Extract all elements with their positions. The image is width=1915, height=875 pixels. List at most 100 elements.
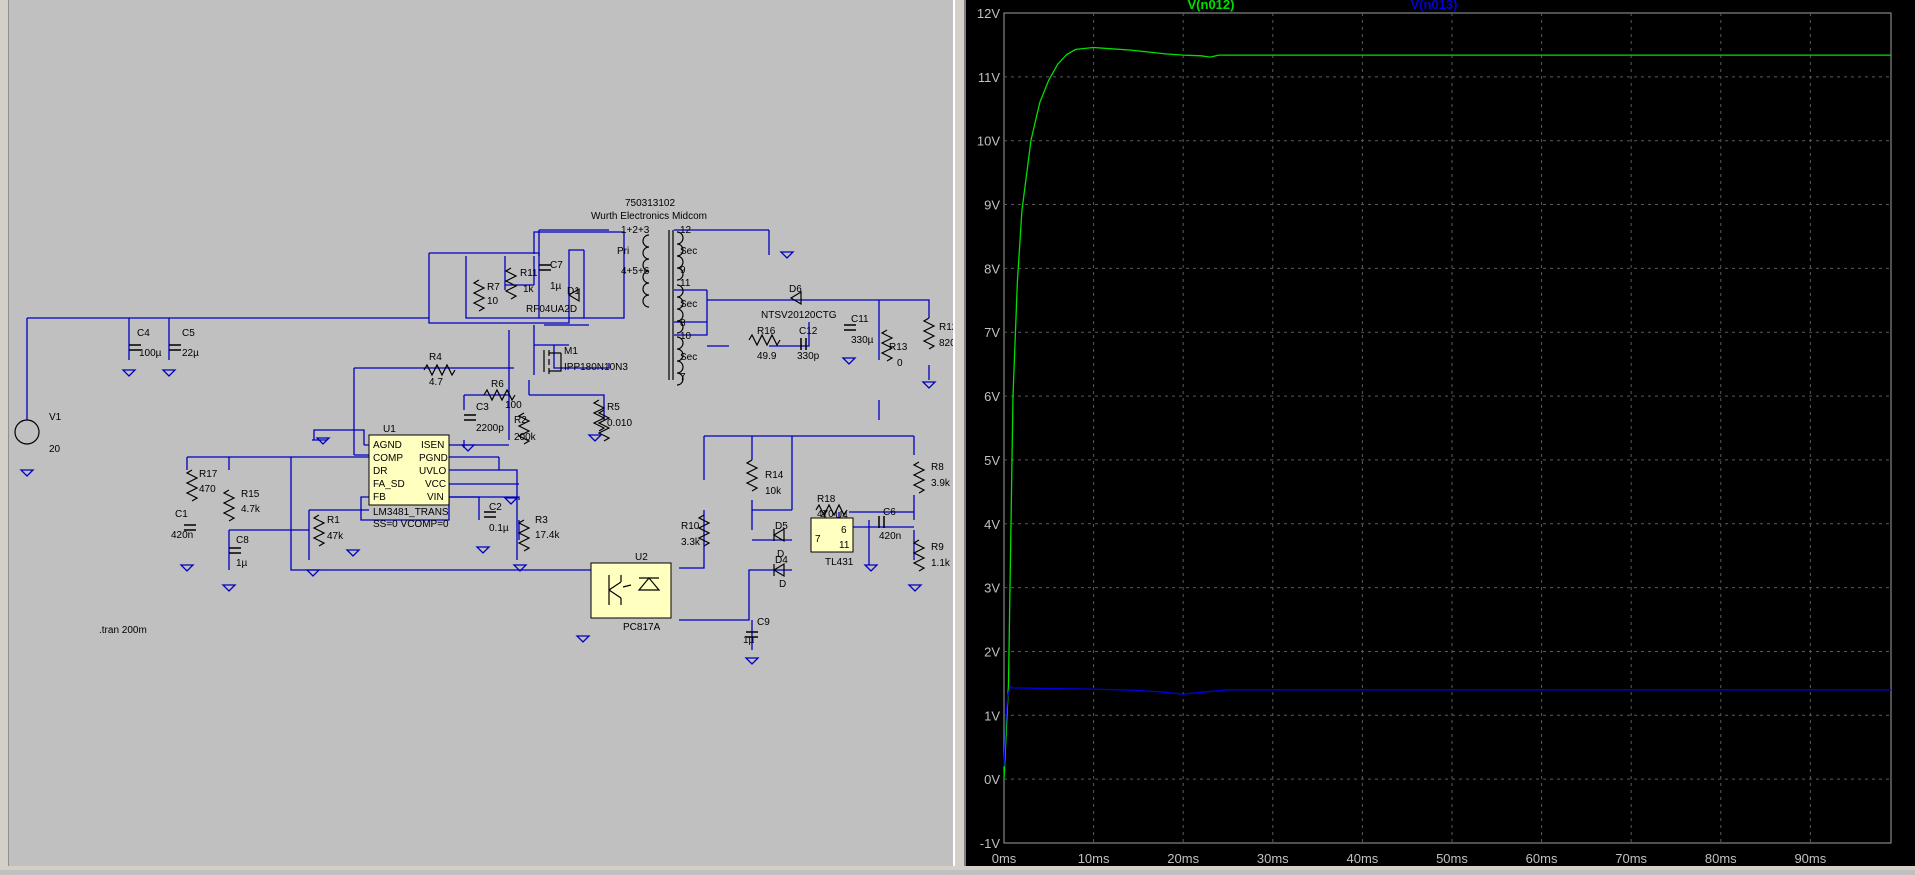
component-ref-c5[interactable]: C5: [182, 328, 195, 339]
y-tick-label: 0V: [984, 772, 1000, 787]
pane-splitter[interactable]: [953, 0, 966, 870]
component-ref-r7[interactable]: R7: [487, 282, 500, 293]
schematic-pane[interactable]: U1 AGND COMP DR FA_SD FB ISEN PGND UVLO …: [9, 0, 958, 870]
component-value-d5[interactable]: D: [777, 549, 784, 560]
component-value-c2[interactable]: 0.1µ: [489, 523, 509, 534]
x-tick-label: 60ms: [1526, 851, 1558, 866]
x-tick-label: 80ms: [1705, 851, 1737, 866]
component-value-u2[interactable]: PC817A: [623, 622, 661, 633]
transformer-sec-2: Sec: [680, 299, 697, 310]
component-value-c11[interactable]: 330µ: [851, 335, 874, 346]
component-ref-c2[interactable]: C2: [489, 502, 502, 513]
component-ref-u2[interactable]: U2: [635, 552, 648, 563]
component-value-c1[interactable]: 420n: [171, 530, 193, 541]
component-ref-r4[interactable]: R4: [429, 352, 442, 363]
component-value-c6[interactable]: 420n: [879, 531, 901, 542]
component-ref-c3[interactable]: C3: [476, 402, 489, 413]
spice-directive[interactable]: .tran 200m: [99, 625, 147, 636]
component-ref-m1[interactable]: M1: [564, 346, 578, 357]
trace-label-vn013[interactable]: V(n013): [1411, 0, 1458, 12]
trace-line-vn012[interactable]: [1003, 46, 1891, 780]
x-tick-label: 90ms: [1794, 851, 1826, 866]
component-ref-d6[interactable]: D6: [789, 284, 802, 295]
trace-line-vn013[interactable]: [1003, 685, 1891, 767]
component-value-r1[interactable]: 47k: [327, 531, 344, 542]
component-value-r3[interactable]: 17.4k: [535, 530, 560, 541]
schematic-canvas[interactable]: U1 AGND COMP DR FA_SD FB ISEN PGND UVLO …: [9, 0, 958, 870]
component-ref-d5[interactable]: D5: [775, 521, 788, 532]
component-ref-c6[interactable]: C6: [883, 507, 896, 518]
transformer-maker: Wurth Electronics Midcom: [591, 211, 707, 222]
transformer-pin-11: 11: [680, 278, 691, 289]
y-tick-label: 1V: [984, 708, 1000, 723]
u4-chip-body[interactable]: [810, 517, 854, 553]
component-value-r18[interactable]: 470: [817, 509, 834, 520]
component-value-r2[interactable]: 200k: [514, 432, 537, 443]
component-ref-c9[interactable]: C9: [757, 617, 770, 628]
component-ref-u4[interactable]: U4: [835, 510, 848, 521]
component-ref-r10[interactable]: R10: [681, 521, 700, 532]
component-ref-r16[interactable]: R16: [757, 326, 776, 337]
component-value-d6[interactable]: NTSV20120CTG: [761, 310, 837, 321]
u1-params: SS=0 VCOMP=0: [373, 519, 449, 530]
component-value-u4[interactable]: TL431: [825, 557, 854, 568]
component-value-c8[interactable]: 1µ: [236, 558, 248, 569]
u1-chip-body[interactable]: [368, 434, 450, 506]
component-value-r15[interactable]: 4.7k: [241, 504, 261, 515]
component-ref-r3[interactable]: R3: [535, 515, 548, 526]
component-ref-c8[interactable]: C8: [236, 535, 249, 546]
component-ref-r5[interactable]: R5: [607, 402, 620, 413]
component-ref-r14[interactable]: R14: [765, 470, 784, 481]
component-value-r11[interactable]: 1k: [523, 284, 535, 295]
component-value-r6[interactable]: 100: [505, 400, 522, 411]
component-ref-c12[interactable]: C12: [799, 326, 818, 337]
component-value-r4[interactable]: 4.7: [429, 377, 443, 388]
component-ref-r8[interactable]: R8: [931, 462, 944, 473]
component-ref-r15[interactable]: R15: [241, 489, 260, 500]
component-ref-c11[interactable]: C11: [851, 314, 869, 325]
component-value-r7[interactable]: 10: [487, 296, 499, 307]
component-value-r10[interactable]: 3.3k: [681, 537, 701, 548]
component-value-c5[interactable]: 22µ: [182, 348, 199, 359]
transformer-part: 750313102: [625, 198, 675, 209]
component-ref-r2[interactable]: R2: [514, 415, 527, 426]
component-ref-d1[interactable]: D1: [567, 286, 580, 297]
component-ref-c7[interactable]: C7: [550, 260, 563, 271]
component-value-c7[interactable]: 1µ: [550, 281, 562, 292]
component-value-v1[interactable]: 20: [49, 444, 61, 455]
component-value-r16[interactable]: 49.9: [757, 351, 777, 362]
component-ref-r18[interactable]: R18: [817, 494, 836, 505]
transformer-pin-9: 9: [680, 265, 686, 276]
y-tick-label: 3V: [984, 581, 1000, 596]
component-value-r17[interactable]: 470: [199, 484, 216, 495]
component-value-c4[interactable]: 100µ: [139, 348, 162, 359]
component-ref-r17[interactable]: R17: [199, 469, 218, 480]
component-ref-r11[interactable]: R11: [520, 268, 538, 279]
x-tick-label: 0ms: [992, 851, 1017, 866]
component-value-r9[interactable]: 1.1k: [931, 558, 951, 569]
component-value-c3[interactable]: 2200p: [476, 423, 504, 434]
component-ref-d4[interactable]: D4: [775, 555, 788, 566]
component-value-c12[interactable]: 330p: [797, 351, 820, 362]
component-ref-c1[interactable]: C1: [175, 509, 188, 520]
component-value-r8[interactable]: 3.9k: [931, 478, 951, 489]
component-ref-r6[interactable]: R6: [491, 379, 504, 390]
component-value-r5[interactable]: 0.010: [607, 418, 632, 429]
component-ref-r9[interactable]: R9: [931, 542, 944, 553]
component-value-m1[interactable]: IPP180N10N3: [564, 362, 628, 373]
trace-label-vn012[interactable]: V(n012): [1188, 0, 1235, 12]
component-value-d4[interactable]: D: [779, 579, 786, 590]
component-ref-c4[interactable]: C4: [137, 328, 150, 339]
component-value-c9[interactable]: 1µ: [743, 635, 755, 646]
component-value-r13[interactable]: 0: [897, 358, 903, 369]
component-value-d1[interactable]: RF04UA2D: [526, 304, 577, 315]
component-value-r14[interactable]: 10k: [765, 486, 782, 497]
u1-ref: U1: [383, 424, 396, 435]
component-ref-r1[interactable]: R1: [327, 515, 340, 526]
component-ref-r13[interactable]: R13: [889, 342, 908, 353]
component-value-r12[interactable]: 820: [939, 338, 956, 349]
component-ref-v1[interactable]: V1: [49, 412, 62, 423]
component-ref-r12[interactable]: R12: [939, 322, 958, 333]
